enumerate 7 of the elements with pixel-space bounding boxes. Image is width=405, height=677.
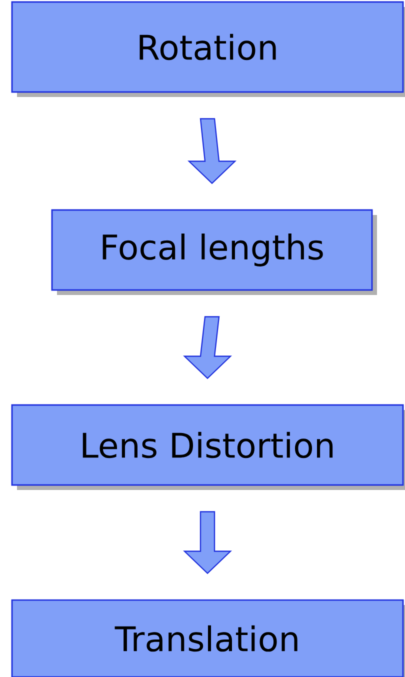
process-box: Translation bbox=[11, 599, 405, 677]
process-box: Focal lengths bbox=[51, 209, 377, 295]
block-arrow bbox=[183, 511, 232, 574]
process-box: Lens Distortion bbox=[11, 404, 405, 490]
block-arrow bbox=[188, 118, 236, 184]
process-box: Rotation bbox=[11, 1, 405, 97]
block-arrow bbox=[183, 316, 232, 380]
